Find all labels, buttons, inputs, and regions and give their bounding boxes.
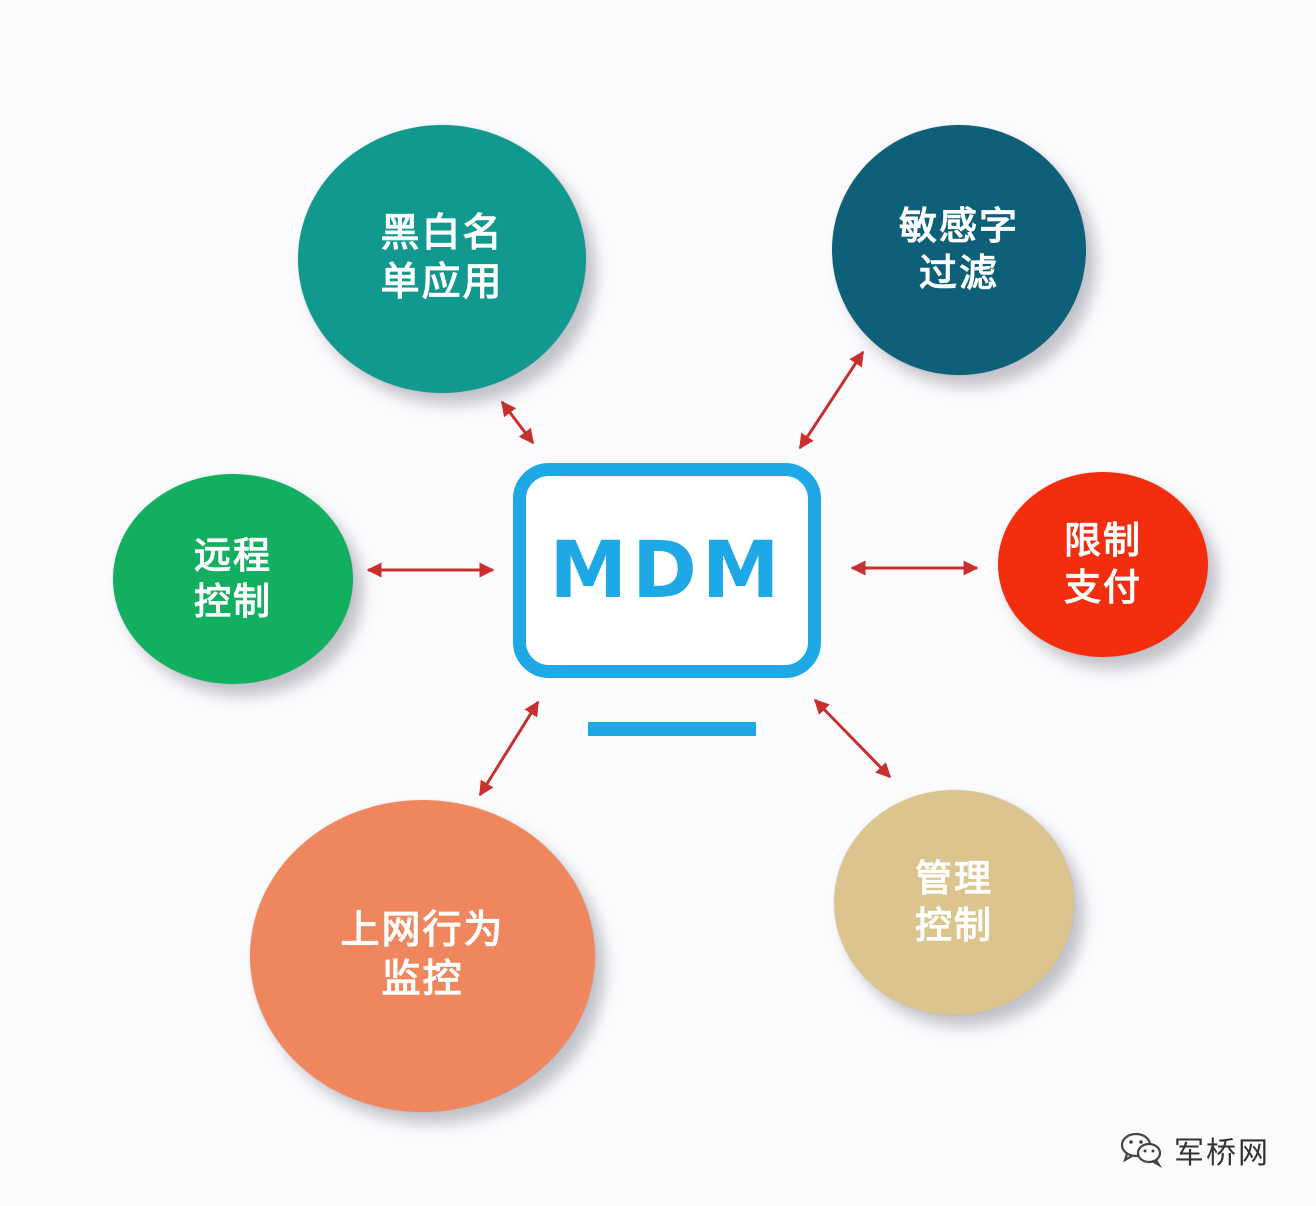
node-payment-limit-label: 限制 支付 <box>1064 518 1142 611</box>
node-remote-control-line2: 控制 <box>194 580 272 623</box>
center-title: MDM <box>549 525 785 616</box>
node-management-label: 管理 控制 <box>915 856 993 949</box>
arrow-management <box>813 698 892 779</box>
node-blacklist-label: 黑白名 单应用 <box>380 210 503 308</box>
node-payment-limit-line1: 限制 <box>1064 519 1142 563</box>
node-blacklist-line1: 黑白名 <box>380 211 504 257</box>
node-remote-control: 远程 控制 <box>113 474 353 684</box>
node-management-line2: 控制 <box>915 903 993 947</box>
node-management: 管理 控制 <box>834 790 1074 1015</box>
watermark: 军桥网 <box>1118 1128 1270 1172</box>
node-internet-monitor-label: 上网行为 监控 <box>340 907 504 1005</box>
node-payment-limit-line2: 支付 <box>1064 565 1142 609</box>
wechat-icon <box>1118 1128 1164 1172</box>
node-remote-control-line1: 远程 <box>194 533 272 577</box>
arrow-internet-monitor <box>478 700 540 797</box>
watermark-text: 军桥网 <box>1174 1136 1270 1171</box>
node-internet-monitor-line2: 监控 <box>381 957 464 1002</box>
node-sensitive-word-line2: 过滤 <box>918 251 999 295</box>
node-blacklist-line2: 单应用 <box>380 260 504 305</box>
node-payment-limit: 限制 支付 <box>998 472 1208 657</box>
node-blacklist: 黑白名 单应用 <box>298 125 586 393</box>
node-sensitive-word: 敏感字 过滤 <box>832 125 1086 375</box>
monitor-stand <box>588 722 756 736</box>
center-monitor: MDM <box>513 463 821 678</box>
node-sensitive-word-label: 敏感字 过滤 <box>899 203 1019 298</box>
node-internet-monitor: 上网行为 监控 <box>250 800 595 1112</box>
arrow-sensitive-word <box>798 350 865 450</box>
node-management-line1: 管理 <box>915 857 993 901</box>
node-sensitive-word-line1: 敏感字 <box>898 203 1019 248</box>
node-remote-control-label: 远程 控制 <box>194 533 272 626</box>
arrow-blacklist <box>500 400 535 445</box>
node-internet-monitor-line1: 上网行为 <box>340 908 505 954</box>
